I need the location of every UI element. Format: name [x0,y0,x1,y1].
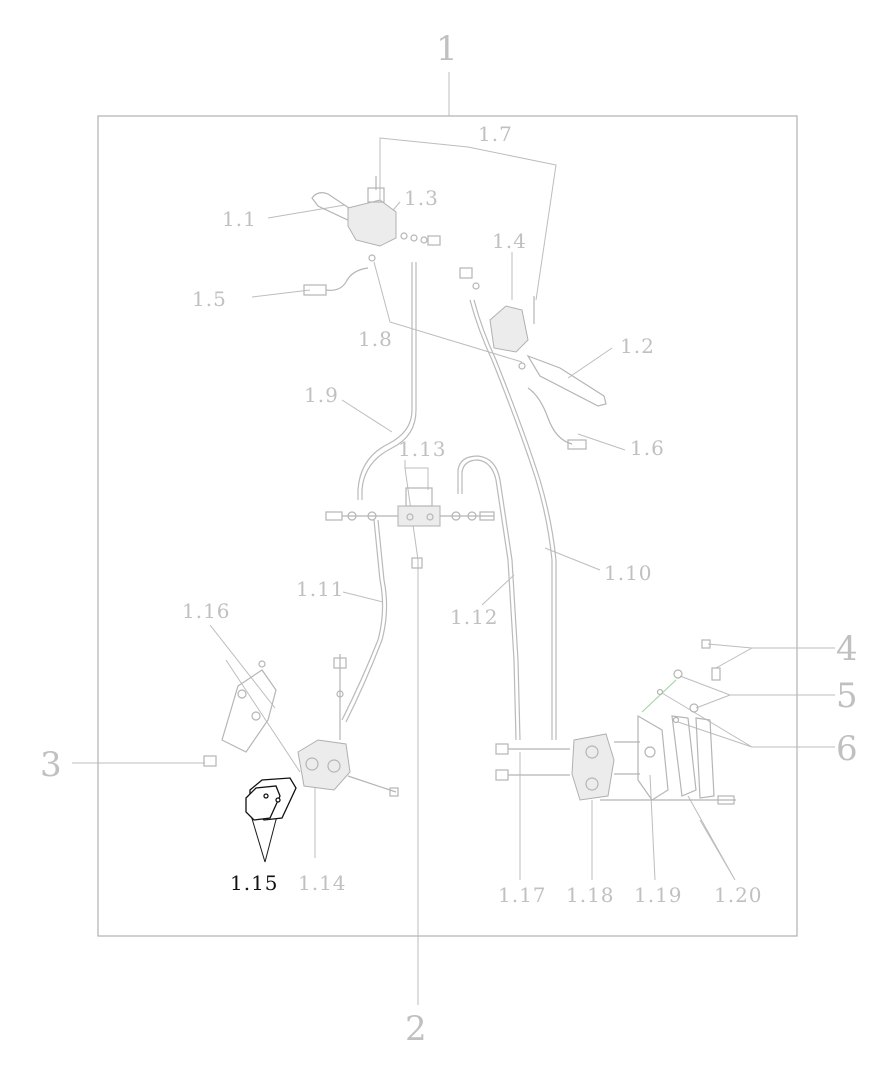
leader-1-15 [249,811,279,863]
distribution-block [325,487,495,569]
callout-1-1: 1.1 [222,207,257,231]
callout-1-12: 1.12 [450,605,499,629]
callout-1-8: 1.8 [358,327,393,351]
callout-1-6: 1.6 [630,436,665,460]
callout-1-9: 1.9 [304,383,339,407]
leader-1-9 [341,399,393,433]
left-caliper-bracket [203,660,277,767]
callout-2: 2 [405,1009,427,1049]
left-caliper [297,654,399,797]
leader-1-7-left [379,137,469,200]
hardware-items [656,639,721,724]
callout-4: 4 [836,629,858,669]
callout-1-16: 1.16 [182,599,231,623]
callout-1-14: 1.14 [298,871,347,895]
hose-1-10 [469,299,553,740]
left-switch-cable [303,267,369,296]
left-master-cylinder [311,176,441,262]
leader-1-16 [209,624,301,773]
leader-4 [707,643,835,669]
right-master-cylinder [459,267,607,407]
callout-1: 1 [436,29,458,69]
leader-1-6 [577,433,626,451]
callout-1-7: 1.7 [478,122,513,146]
callout-1-5: 1.5 [192,287,227,311]
hose-1-12 [457,455,521,741]
leader-1-19 [649,774,656,881]
callout-1-13: 1.13 [398,437,447,461]
leader-1-10 [544,547,601,571]
left-brake-pads-highlighted [245,777,297,821]
callout-1-20: 1.20 [714,883,763,907]
callout-1-18: 1.18 [566,883,615,907]
callout-1-19: 1.19 [634,883,683,907]
leader-1-5 [251,289,311,298]
leader-1-8 [373,261,523,363]
right-switch-cable [527,387,587,450]
leader-1-20 [687,795,736,881]
hose-1-11 [341,519,384,721]
callout-3: 3 [40,745,62,785]
callout-6: 6 [836,729,858,769]
callout-1-3: 1.3 [404,186,439,210]
callout-1-4: 1.4 [492,229,527,253]
assembly-frame [97,115,798,937]
leader-1-11 [342,591,384,603]
leader-1-7-right [467,146,557,301]
callout-1-2: 1.2 [620,334,655,358]
leader-5 [679,675,835,709]
callout-1-11: 1.11 [296,577,345,601]
leader-1-1 [267,204,346,219]
callout-1-17: 1.17 [498,883,547,907]
callout-5: 5 [836,676,858,716]
callout-1-15: 1.15 [230,871,279,895]
right-caliper-assembly [495,679,736,805]
hose-1-9 [357,262,413,500]
leader-1-2 [567,347,613,379]
callout-1-10: 1.10 [604,561,653,585]
